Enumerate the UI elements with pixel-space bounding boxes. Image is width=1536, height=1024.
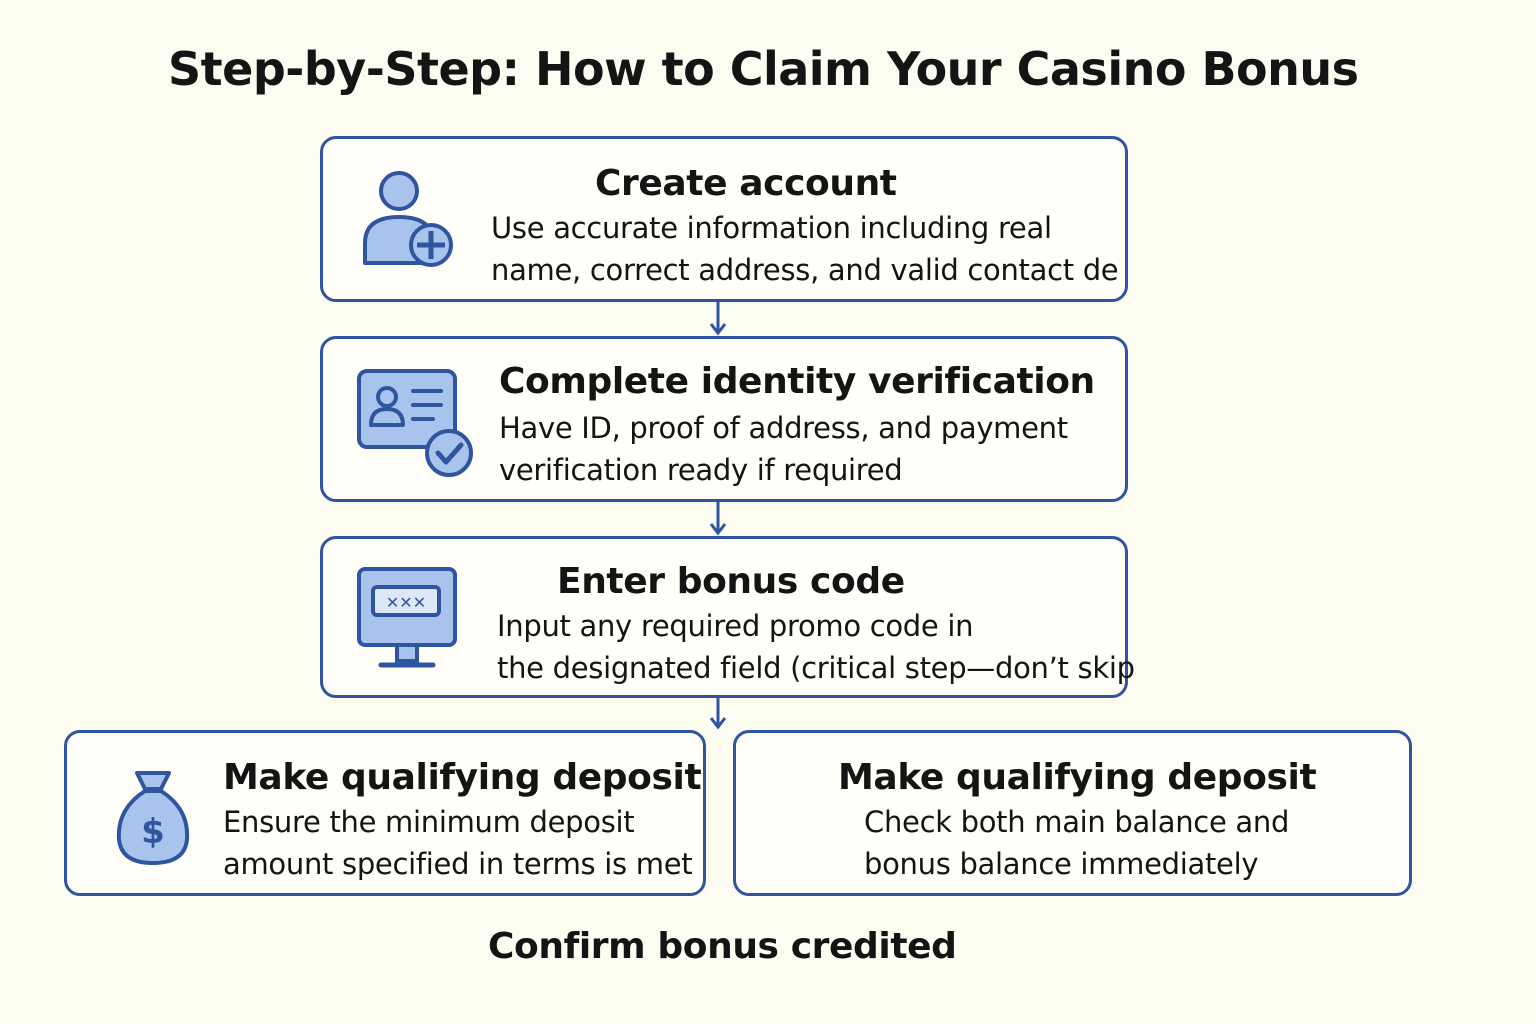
step-card-check-balance: Make qualifying deposit Check both main … bbox=[733, 730, 1412, 896]
id-card-check-icon bbox=[357, 369, 477, 485]
step-card-enter-bonus-code: ✕✕✕ Enter bonus code Input any required … bbox=[320, 536, 1135, 698]
step-heading: Enter bonus code bbox=[557, 561, 905, 602]
step-description-line: name, correct address, and valid contact… bbox=[491, 253, 1119, 287]
step-description-line: Input any required promo code in bbox=[497, 609, 974, 643]
step-description: Use accurate information including real … bbox=[491, 207, 1119, 291]
money-bag-icon: $ bbox=[115, 769, 191, 873]
step-card-create-account: Create account Use accurate information … bbox=[320, 136, 1128, 302]
arrow-connector-2 bbox=[709, 502, 727, 536]
page-title: Step-by-Step: How to Claim Your Casino B… bbox=[168, 42, 1359, 96]
step-heading: Make qualifying deposit bbox=[838, 757, 1317, 798]
step-description-line: the designated field (critical step—don’… bbox=[497, 651, 1135, 685]
step-card-qualifying-deposit: $ Make qualifying deposit Ensure the min… bbox=[64, 730, 706, 896]
dollar-sign-icon: $ bbox=[141, 812, 165, 852]
step-description-line: verification ready if required bbox=[499, 453, 903, 487]
monitor-code-icon: ✕✕✕ bbox=[357, 567, 461, 677]
arrow-connector-1 bbox=[709, 302, 727, 336]
step-card-identity-verification: Complete identity verification Have ID, … bbox=[320, 336, 1128, 502]
step-heading: Make qualifying deposit bbox=[223, 757, 702, 798]
step-description: Have ID, proof of address, and payment v… bbox=[499, 407, 1068, 491]
step-description: Input any required promo code in the des… bbox=[497, 605, 1135, 689]
final-step-label: Confirm bonus credited bbox=[488, 926, 957, 967]
step-description-line: Have ID, proof of address, and payment bbox=[499, 411, 1068, 445]
arrow-connector-3 bbox=[709, 698, 727, 730]
step-description-line: Use accurate information including real bbox=[491, 211, 1052, 245]
step-description-line: Ensure the minimum deposit bbox=[223, 805, 635, 839]
step-description-line: bonus balance immediately bbox=[864, 847, 1259, 881]
step-heading: Complete identity verification bbox=[499, 361, 1095, 402]
step-description-line: Check both main balance and bbox=[864, 805, 1290, 839]
step-description: Ensure the minimum deposit amount specif… bbox=[223, 801, 693, 885]
step-description-line: amount specified in terms is met bbox=[223, 847, 693, 881]
user-plus-icon bbox=[361, 169, 457, 273]
step-description: Check both main balance and bonus balanc… bbox=[864, 801, 1289, 885]
svg-text:✕✕✕: ✕✕✕ bbox=[386, 593, 426, 612]
step-heading: Create account bbox=[595, 163, 897, 204]
